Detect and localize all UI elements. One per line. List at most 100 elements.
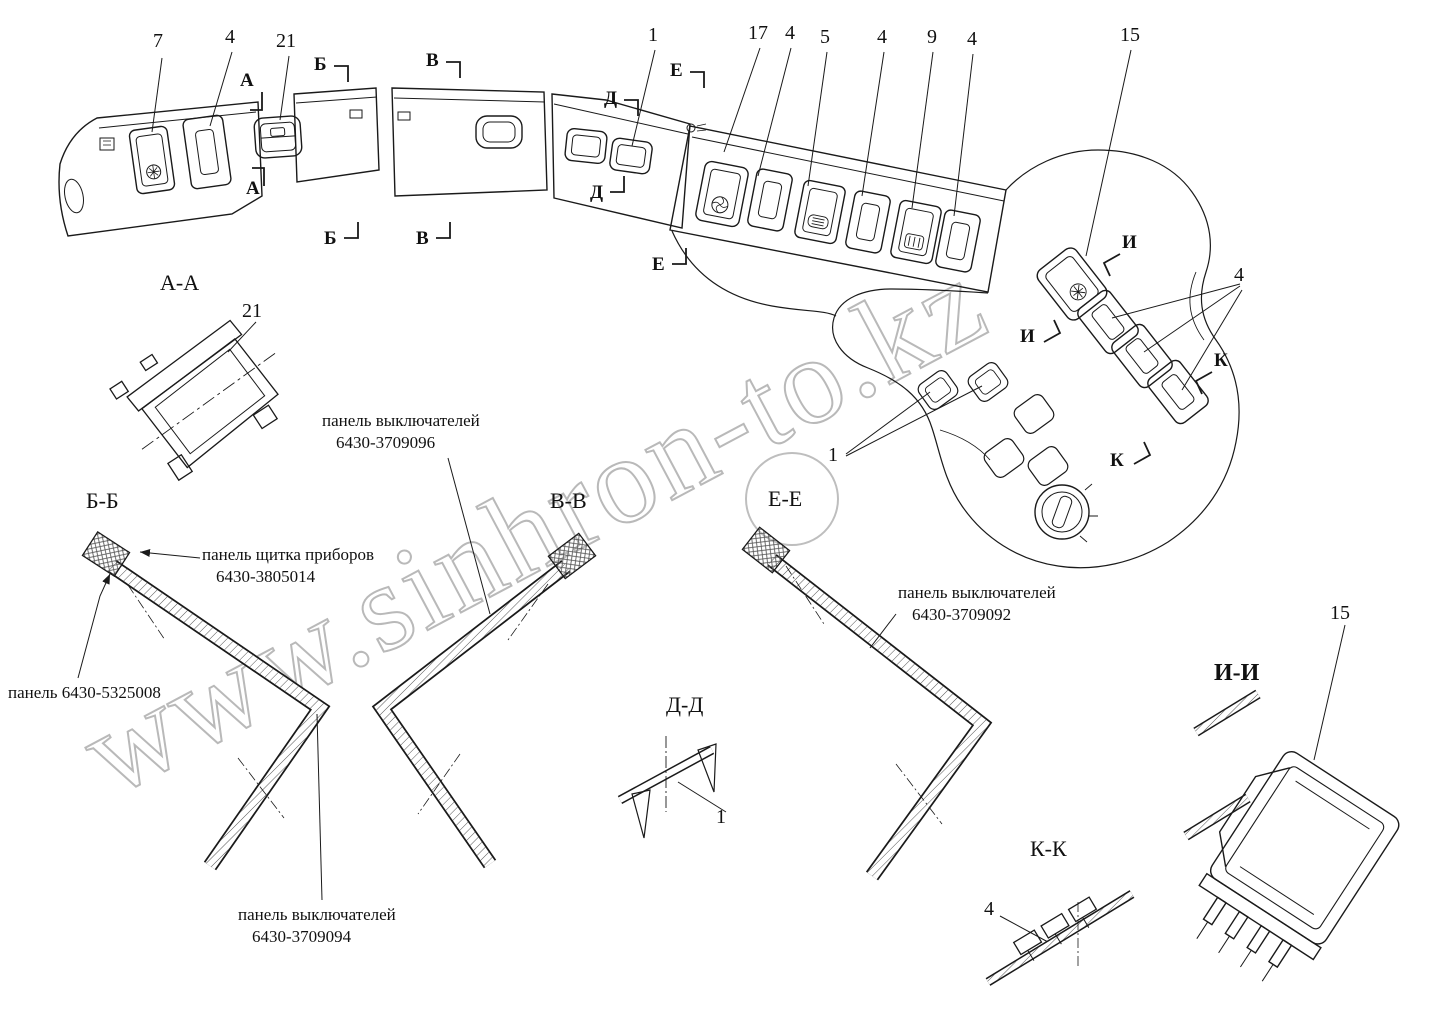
marker-b-top: Б <box>314 54 327 75</box>
callout-4b: 4 <box>785 22 795 44</box>
callout-1: 1 <box>648 24 658 46</box>
callout-4d: 4 <box>967 28 977 50</box>
label-line: панель выключателей <box>898 583 1056 602</box>
label-switch-panel-3709094: панель выключателей 6430-3709094 <box>238 904 396 948</box>
rocker-switch-4f <box>1147 359 1209 425</box>
label-line: 6430-3709096 <box>336 433 436 453</box>
rocker-switch-5 <box>794 179 846 245</box>
callout-1-console: 1 <box>828 444 838 466</box>
callout-17: 17 <box>748 22 768 44</box>
blank-plug-oval <box>475 115 523 149</box>
callout-9: 9 <box>927 26 937 48</box>
panel-segment-4 <box>551 93 707 229</box>
panel-segment-2 <box>293 87 380 183</box>
callout-4-console: 4 <box>1234 264 1244 286</box>
callout-1-dd: 1 <box>716 806 726 828</box>
label-line: панель выключателей <box>322 411 480 430</box>
rocker-switch-4-left <box>182 114 232 190</box>
callout-4a: 4 <box>225 26 235 48</box>
marker-b-bottom: Б <box>324 228 337 249</box>
section-view-aa <box>109 319 279 482</box>
console-body <box>671 149 1240 569</box>
label-line: панель выключателей <box>238 905 396 924</box>
rocker-cap <box>1218 767 1291 867</box>
title-section-aa: А-А <box>160 270 200 295</box>
label-line: 6430-3709092 <box>912 605 1012 625</box>
watermark-ring <box>745 452 839 546</box>
fan-icon <box>711 196 729 214</box>
title-section-bb: Б-Б <box>86 488 119 513</box>
marker-e-top: Е <box>670 60 683 81</box>
marker-k-bottom: К <box>1110 450 1124 471</box>
section-plane-marks <box>250 61 1213 465</box>
switch-panel-slanted <box>669 125 1007 293</box>
marker-e-bottom: Е <box>652 254 665 275</box>
panel-segment-left <box>58 101 263 237</box>
marker-i-bottom: И <box>1020 326 1035 347</box>
callout-7: 7 <box>153 30 163 52</box>
section-view-dd <box>617 736 717 839</box>
rocker-switch-7 <box>128 125 176 195</box>
marker-k-top: К <box>1214 350 1228 371</box>
label-instrument-panel-3805014: панель щитка приборов 6430-3805014 <box>202 544 374 588</box>
dashboard-assembly <box>58 87 1240 569</box>
callout-4-kk: 4 <box>984 898 994 920</box>
marker-v-top: В <box>426 50 439 71</box>
callout-4c: 4 <box>877 26 887 48</box>
callout-leader-lines <box>151 47 1346 943</box>
fan-heater-icon <box>146 164 162 180</box>
title-section-ii: И-И <box>1214 660 1260 686</box>
watermark-text: www.sinhron-to.kz <box>60 231 1008 822</box>
rocker-switch-9 <box>890 199 942 265</box>
marker-a-top: А <box>240 70 254 91</box>
rocker-switch-4d <box>1077 289 1139 355</box>
blank-plug-1b <box>609 137 653 175</box>
callout-5: 5 <box>820 26 830 48</box>
kk-switch-sections <box>1012 896 1098 961</box>
marker-i-top: И <box>1122 232 1137 253</box>
callout-15-ii: 15 <box>1330 602 1350 624</box>
callout-15: 15 <box>1120 24 1140 46</box>
rocker-switch-fan <box>695 160 749 228</box>
title-section-vv: В-В <box>550 488 587 513</box>
section-view-kk <box>985 890 1135 986</box>
title-section-ee: Е-Е <box>768 486 803 511</box>
marker-a-bottom: А <box>246 178 260 199</box>
ignition-switch <box>1034 483 1098 543</box>
label-line: панель 6430-5325008 <box>8 683 161 702</box>
label-line: 6430-3805014 <box>216 567 316 587</box>
marker-d-top: Д <box>604 88 618 109</box>
label-switch-panel-3709096: панель выключателей 6430-3709096 <box>322 410 480 454</box>
label-leader-lines <box>77 457 897 901</box>
section-view-vv <box>371 532 597 869</box>
marker-v-bottom: В <box>416 228 429 249</box>
large-rocker-switch-15-side <box>1196 751 1400 982</box>
rocker-switch-4b <box>845 190 891 254</box>
key-slot-icon <box>1051 495 1073 529</box>
rocker-switch-4a <box>747 168 793 232</box>
section-view-ee <box>741 526 993 881</box>
rocker-switch-4c <box>935 209 981 273</box>
label-switch-panel-3709092: панель выключателей 6430-3709092 <box>898 582 1056 626</box>
callout-21: 21 <box>276 30 296 52</box>
label-line: панель щитка приборов <box>202 545 375 564</box>
callout-21-aa: 21 <box>242 300 262 322</box>
title-section-kk: К-К <box>1030 836 1067 861</box>
heated-glass-icon <box>903 233 925 251</box>
section-view-ii <box>1183 689 1400 982</box>
label-line: 6430-3709094 <box>252 927 352 947</box>
snowflake-icon <box>1069 283 1087 301</box>
headlight-icon <box>807 214 829 230</box>
blank-plug-1a <box>564 127 608 165</box>
rocker-switch-4e <box>1111 323 1173 389</box>
rocker-switch-15 <box>1036 247 1108 321</box>
label-panel-5325008: панель 6430-5325008 <box>8 682 161 704</box>
panel-segment-3 <box>391 87 548 197</box>
blank-plug-cluster <box>917 362 1069 486</box>
title-section-dd: Д-Д <box>666 692 704 717</box>
marker-d-bottom: Д <box>590 182 604 203</box>
console-switch-row <box>1036 247 1209 425</box>
watermark: www.sinhron-to.kz <box>59 230 1009 823</box>
